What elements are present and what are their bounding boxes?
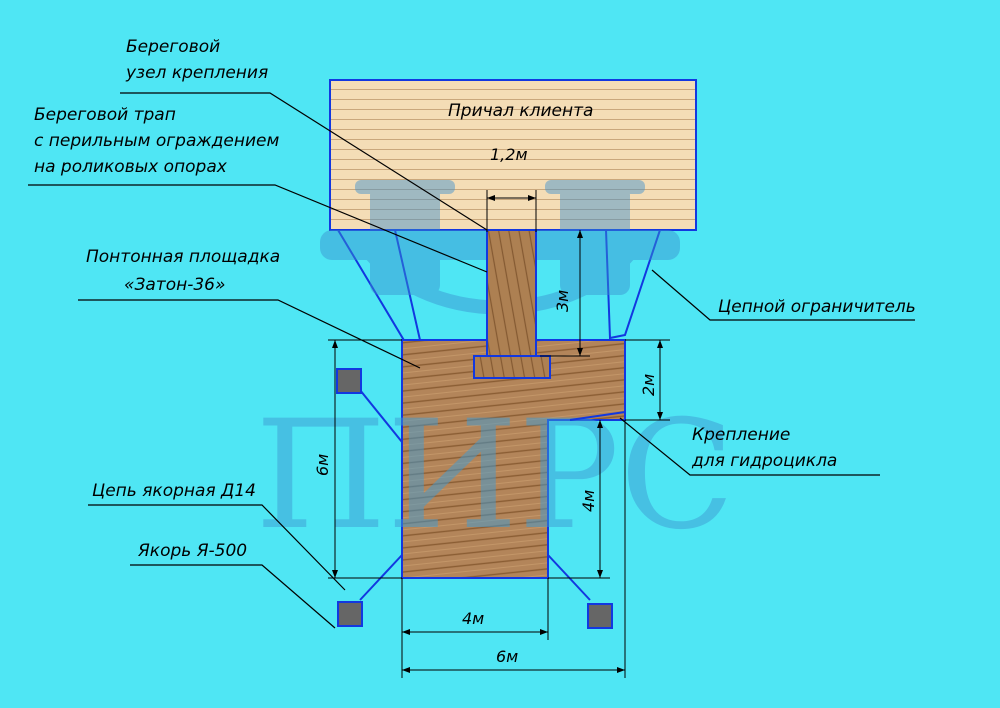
callout-anchor-chain: Цепь якорная Д14 [92,481,256,501]
dim-left-height: 6м [313,454,332,476]
callout-anchor: Якорь Я-500 [137,541,247,561]
client-pier-label: Причал клиента [448,101,593,121]
dimension-lines [328,190,670,678]
dim-gangway-width: 1,2м [490,145,528,164]
callout-shore-mount-2: узел крепления [125,63,268,83]
callout-gangway-2: с перильным ограждением [34,131,280,151]
anchor-icon [336,368,613,629]
client-pier [329,79,697,231]
callout-jetski-2: для гидроцикла [691,451,837,471]
callout-chain-limiter: Цепной ограничитель [718,297,916,317]
dim-bottom-inner: 4м [462,609,484,628]
callout-shore-mount-1: Береговой [126,37,220,57]
callout-pontoon-1: Понтонная площадка [86,247,280,267]
dim-bottom-total: 6м [496,647,518,666]
callout-gangway-3: на роликовых опорах [34,157,228,177]
callout-jetski-1: Крепление [692,425,790,445]
leader-lines [28,92,915,629]
callout-pontoon-2: «Затон-36» [124,275,226,295]
dim-right-height: 4м [579,490,598,512]
gangway [473,229,551,379]
dim-gangway-length: 3м [553,290,572,312]
dimension-arrows [332,195,663,673]
callout-gangway-1: Береговой трап [34,105,176,125]
dim-top-depth: 2м [639,374,658,396]
